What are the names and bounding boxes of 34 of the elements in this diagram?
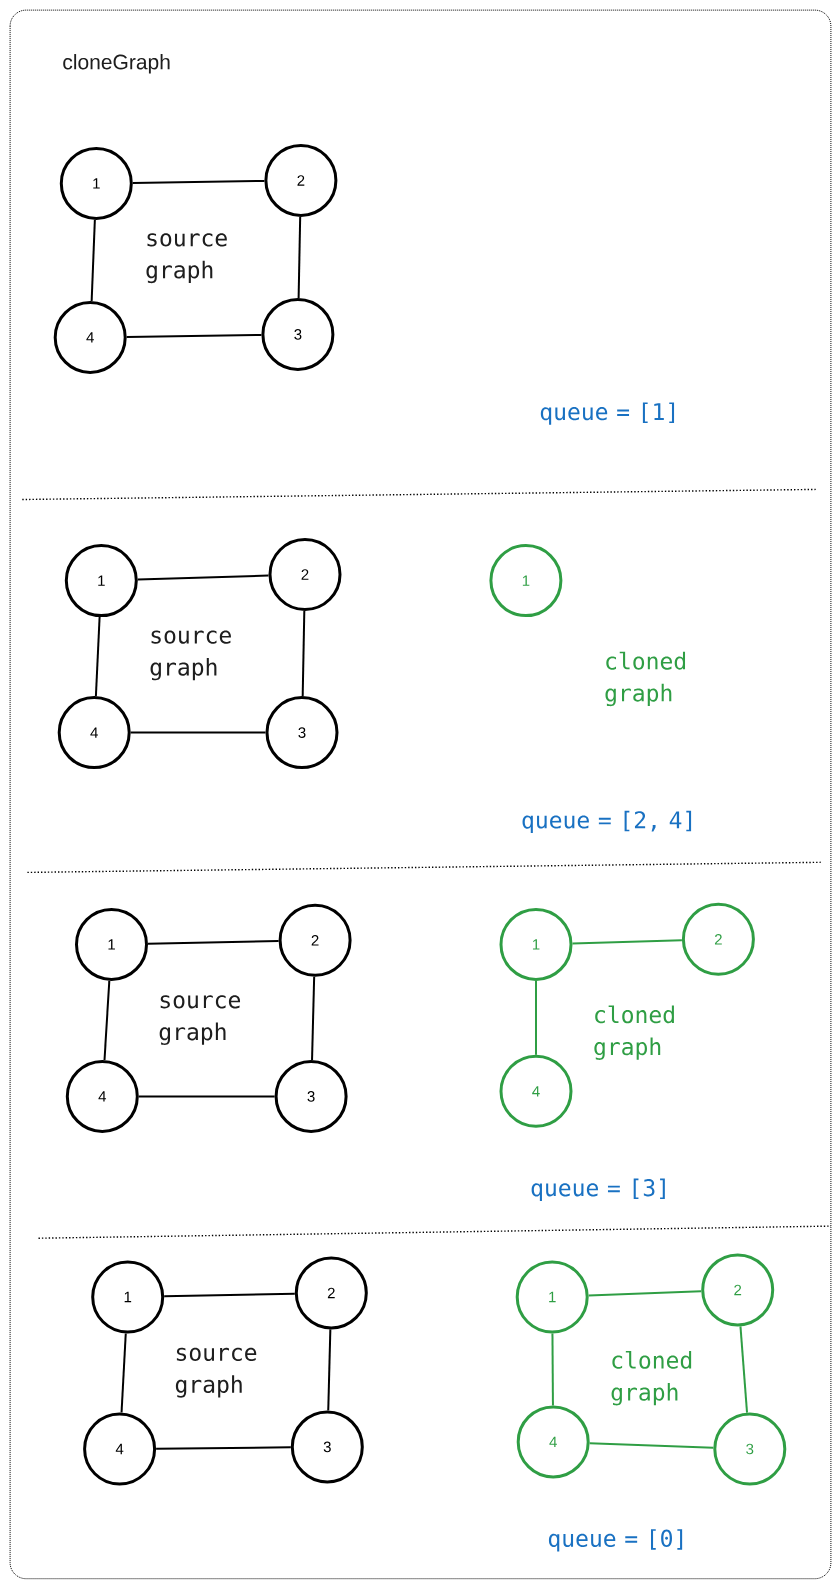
edge-line bbox=[301, 610, 306, 698]
edge-line bbox=[327, 1328, 332, 1412]
edge-line bbox=[551, 1332, 554, 1407]
graph-label: source graph bbox=[150, 630, 231, 681]
edge-line bbox=[90, 218, 96, 302]
graph-label: queue = [0] bbox=[548, 1529, 683, 1552]
graph-label: source graph bbox=[146, 233, 227, 284]
edge-line bbox=[163, 1292, 296, 1298]
title: cloneGraph bbox=[63, 54, 170, 74]
edge-line bbox=[571, 939, 683, 945]
graph-label: source graph bbox=[159, 995, 241, 1046]
edge-line bbox=[94, 616, 101, 698]
edge-line bbox=[131, 179, 266, 184]
edge-line bbox=[739, 1325, 749, 1414]
edge-line bbox=[587, 1290, 703, 1297]
graph-label: queue = [2, 4] bbox=[522, 810, 692, 834]
edge-line bbox=[588, 1442, 715, 1449]
edge-line bbox=[120, 1332, 127, 1414]
graph-label: queue = [1] bbox=[540, 402, 675, 425]
graph-label: queue = [3] bbox=[531, 1178, 665, 1201]
edge-line bbox=[125, 333, 263, 338]
edge-line bbox=[297, 215, 302, 299]
edge-line bbox=[535, 979, 537, 1056]
edge-line bbox=[136, 574, 270, 581]
edge-line bbox=[155, 1446, 292, 1450]
graph-label: source graph bbox=[175, 1347, 257, 1398]
edge-line bbox=[129, 731, 267, 734]
edge-line bbox=[311, 975, 316, 1061]
edge-line bbox=[137, 1095, 276, 1098]
graph-label: cloned graph bbox=[605, 651, 686, 707]
graph-label: cloned graph bbox=[594, 1005, 674, 1060]
edge-line bbox=[147, 940, 280, 945]
graph-label: cloned graph bbox=[611, 1350, 692, 1406]
edge-line bbox=[103, 979, 111, 1061]
